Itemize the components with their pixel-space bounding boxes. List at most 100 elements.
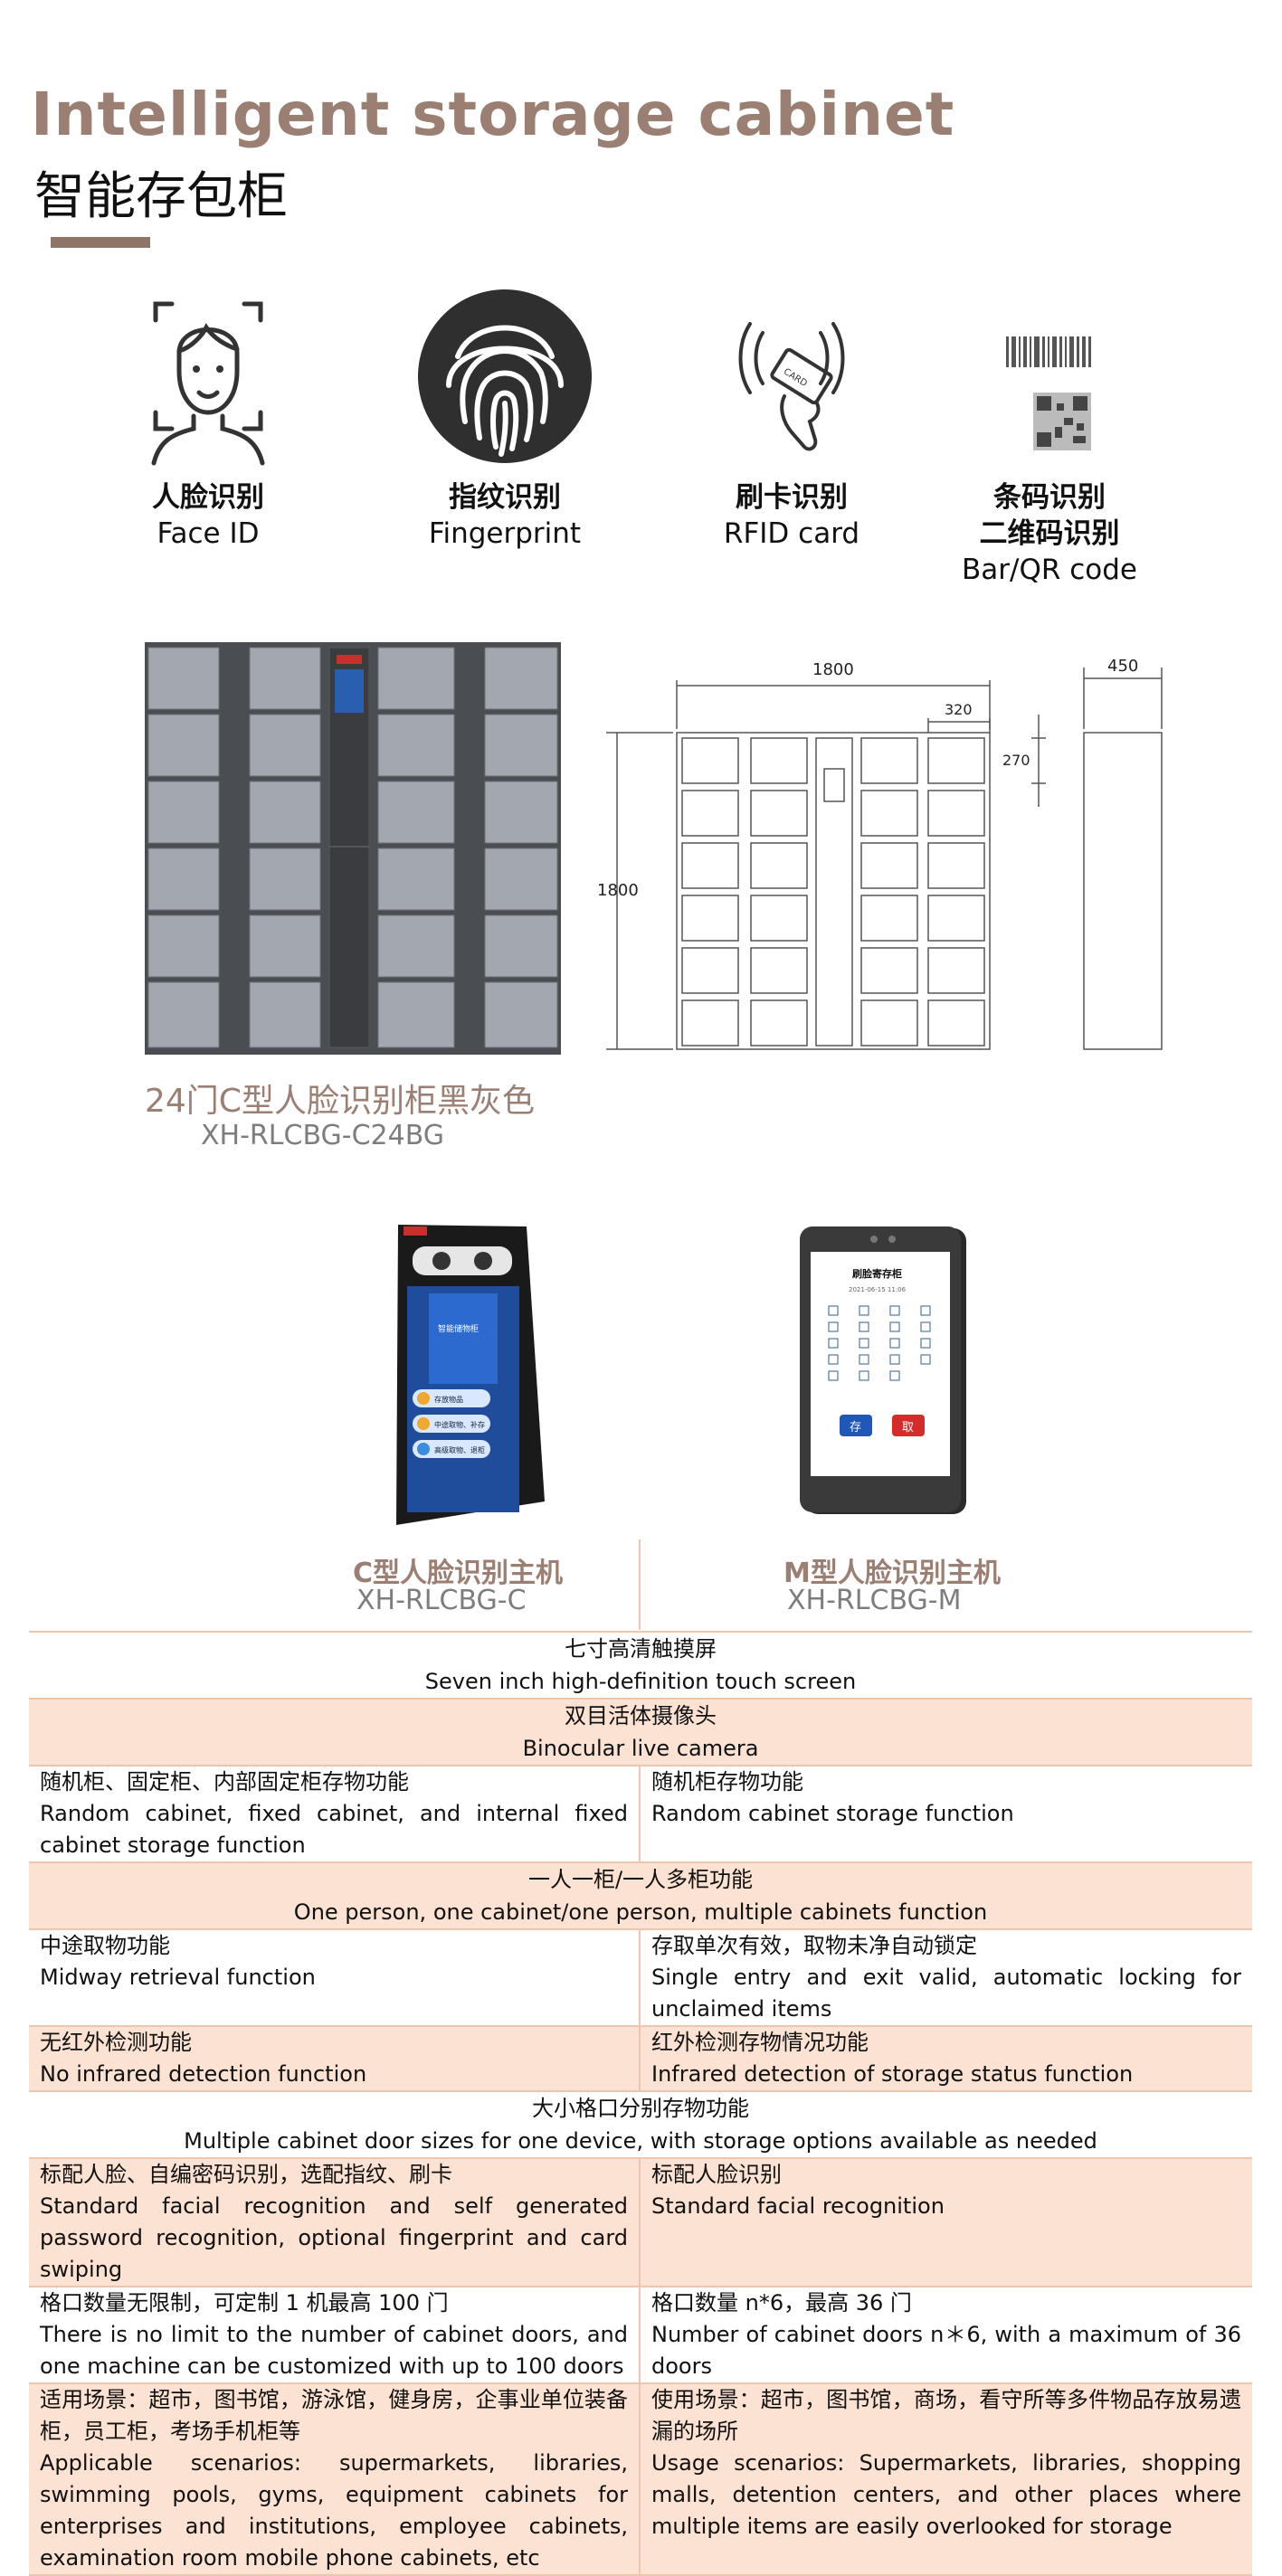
- spec-cell-left: 中途取物功能 Midway retrieval function: [29, 1930, 641, 2025]
- dim-width: 1800: [812, 660, 854, 679]
- host-c-screen-item: 高级取物、退柜: [434, 1445, 485, 1454]
- spec-text: 无红外检测功能: [40, 2030, 192, 2055]
- host-m-screen-title: 刷脸寄存柜: [852, 1267, 902, 1280]
- page-subtitle: 智能存包柜: [34, 167, 288, 226]
- host-m-take-button: 取: [902, 1421, 914, 1435]
- spec-text: 大小格口分别存物功能: [532, 2096, 749, 2121]
- host-c-name: C型人脸识别主机: [353, 1558, 564, 1589]
- spec-row: 七寸高清触摸屏 Seven inch high-definition touch …: [29, 1631, 1252, 1698]
- spec-text: Random cabinet, fixed cabinet, and inter…: [40, 1801, 628, 1858]
- dim-door-height: 270: [1002, 752, 1030, 769]
- host-c-photo: 智能储物柜 存放物品 中途取物、补存 高级取物、退柜: [391, 1221, 545, 1532]
- spec-text: Random cabinet storage function: [651, 1801, 1014, 1826]
- spec-row: 无红外检测功能 No infrared detection function 红外检…: [29, 2025, 1252, 2090]
- feature-label-cn: 人脸识别: [152, 481, 264, 514]
- dim-depth: 450: [1107, 657, 1138, 676]
- spec-cell-right: 使用场景：超市，图书馆，商场，看守所等多件物品存放易遗漏的场所 Usage sce…: [641, 2384, 1252, 2574]
- spec-text: No infrared detection function: [40, 2061, 367, 2087]
- spec-row: 随机柜、固定柜、内部固定柜存物功能 Random cabinet, fixed c…: [29, 1765, 1252, 1861]
- spec-cell-right: 随机柜存物功能 Random cabinet storage function: [641, 1766, 1252, 1861]
- feature-rfid: CARD 刷卡识别 RFID card: [674, 286, 909, 552]
- feature-label-cn: 刷卡识别: [736, 481, 848, 514]
- rfid-card-icon: CARD: [692, 286, 891, 467]
- spec-text: 双目活体摄像头: [565, 1703, 717, 1728]
- spec-text: 标配人脸、自编密码识别，选配指纹、刷卡: [40, 2162, 452, 2187]
- dimension-drawing: 1800 320 270 1800 450: [597, 642, 1176, 1071]
- spec-table: 七寸高清触摸屏 Seven inch high-definition touch …: [29, 1631, 1252, 2576]
- dim-door-width: 320: [945, 701, 973, 718]
- spec-cell-right: 格口数量 n*6，最高 36 门 Number of cabinet doors …: [641, 2287, 1252, 2382]
- spec-text: Midway retrieval function: [40, 1965, 316, 1990]
- spec-cell-full: 一人一柜/一人多柜功能 One person, one cabinet/one p…: [29, 1863, 1252, 1928]
- cabinet-model: XH-RLCBG-C24BG: [201, 1120, 444, 1151]
- feature-label-en: Fingerprint: [428, 517, 582, 550]
- feature-face-id: 人脸识别 Face ID: [90, 286, 326, 552]
- spec-text: Infrared detection of storage status fun…: [651, 2061, 1134, 2087]
- spec-cell-left: 无红外检测功能 No infrared detection function: [29, 2027, 641, 2090]
- spec-cell-left: 适用场景：超市，图书馆，游泳馆，健身房，企事业单位装备柜，员工柜，考场手机柜等 A…: [29, 2384, 641, 2574]
- feature-label-cn: 指纹识别: [449, 481, 561, 514]
- spec-text: Number of cabinet doors n＊6, with a maxi…: [651, 2322, 1241, 2379]
- spec-text: Single entry and exit valid, automatic l…: [651, 1965, 1241, 2022]
- spec-cell-left: 随机柜、固定柜、内部固定柜存物功能 Random cabinet, fixed c…: [29, 1766, 641, 1861]
- spec-row: 双目活体摄像头 Binocular live camera: [29, 1698, 1252, 1765]
- spec-row: 中途取物功能 Midway retrieval function 存取单次有效，取物…: [29, 1928, 1252, 2025]
- feature-label-en: RFID card: [723, 517, 860, 550]
- cabinet-name: 24门C型人脸识别柜黑灰色: [145, 1083, 535, 1120]
- face-id-icon: [109, 286, 308, 467]
- spec-text: 存取单次有效，取物未净自动锁定: [651, 1933, 977, 1958]
- host-m-name: M型人脸识别主机: [783, 1558, 1001, 1589]
- page-title: Intelligent storage cabinet: [31, 80, 955, 149]
- spec-cell-full: 大小格口分别存物功能 Multiple cabinet door sizes fo…: [29, 2092, 1252, 2157]
- spec-text: There is no limit to the number of cabin…: [40, 2322, 628, 2379]
- host-m-photo: 刷脸寄存柜 2021-06-15 11:06 存 取: [793, 1225, 972, 1527]
- spec-text: 使用场景：超市，图书馆，商场，看守所等多件物品存放易遗漏的场所: [651, 2387, 1241, 2444]
- feature-fingerprint: 指纹识别 Fingerprint: [387, 286, 622, 552]
- spec-text: Applicable scenarios: supermarkets, libr…: [40, 2450, 628, 2571]
- feature-label-en: Face ID: [157, 517, 260, 550]
- spec-row: 大小格口分别存物功能 Multiple cabinet door sizes fo…: [29, 2090, 1252, 2157]
- spec-text: 随机柜存物功能: [651, 1769, 803, 1795]
- spec-row: 标配人脸、自编密码识别，选配指纹、刷卡 Standard facial recog…: [29, 2157, 1252, 2286]
- spec-text: 适用场景：超市，图书馆，游泳馆，健身房，企事业单位装备柜，员工柜，考场手机柜等: [40, 2387, 628, 2444]
- spec-text: 标配人脸识别: [651, 2162, 782, 2187]
- spec-row: 适用场景：超市，图书馆，游泳馆，健身房，企事业单位装备柜，员工柜，考场手机柜等 A…: [29, 2382, 1252, 2576]
- fingerprint-icon: [405, 286, 604, 467]
- cabinet-photo: [145, 642, 561, 1058]
- spec-cell-right: 存取单次有效，取物未净自动锁定 Single entry and exit val…: [641, 1930, 1252, 2025]
- spec-text: Multiple cabinet door sizes for one devi…: [184, 2128, 1097, 2154]
- barcode-qr-icon: [950, 286, 1149, 467]
- spec-cell-full: 七寸高清触摸屏 Seven inch high-definition touch …: [29, 1633, 1252, 1698]
- spec-text: Seven inch high-definition touch screen: [424, 1669, 857, 1694]
- spec-text: One person, one cabinet/one person, mult…: [293, 1899, 988, 1925]
- spec-text: Usage scenarios: Supermarkets, libraries…: [651, 2450, 1241, 2539]
- feature-label-en: Bar/QR code: [961, 554, 1137, 586]
- spec-row: 格口数量无限制，可定制 1 机最高 100 门 There is no limit…: [29, 2286, 1252, 2382]
- spec-row: 一人一柜/一人多柜功能 One person, one cabinet/one p…: [29, 1861, 1252, 1928]
- feature-label-cn: 二维码识别: [979, 517, 1120, 550]
- host-m-model: XH-RLCBG-M: [787, 1585, 962, 1616]
- spec-cell-full: 双目活体摄像头 Binocular live camera: [29, 1700, 1252, 1765]
- host-m-store-button: 存: [850, 1421, 861, 1435]
- dim-height: 1800: [597, 881, 639, 900]
- spec-text: 红外检测存物情况功能: [651, 2030, 869, 2055]
- spec-text: Standard facial recognition: [651, 2193, 945, 2219]
- host-c-screen-item: 存放物品: [434, 1395, 463, 1404]
- feature-barcode-qr: 条码识别 二维码识别 Bar/QR code: [932, 286, 1167, 588]
- host-divider: [639, 1539, 641, 1630]
- host-c-screen-title: 智能储物柜: [438, 1323, 479, 1334]
- host-c-model: XH-RLCBG-C: [356, 1585, 527, 1616]
- spec-cell-left: 标配人脸、自编密码识别，选配指纹、刷卡 Standard facial recog…: [29, 2159, 641, 2286]
- spec-text: 格口数量 n*6，最高 36 门: [651, 2290, 912, 2316]
- spec-text: 一人一柜/一人多柜功能: [527, 1867, 754, 1892]
- spec-text: 七寸高清触摸屏: [565, 1636, 717, 1662]
- spec-text: 中途取物功能: [40, 1933, 170, 1958]
- host-m-screen-date: 2021-06-15 11:06: [849, 1286, 907, 1293]
- spec-text: Standard facial recognition and self gen…: [40, 2193, 628, 2282]
- spec-text: Binocular live camera: [522, 1736, 759, 1761]
- spec-text: 格口数量无限制，可定制 1 机最高 100 门: [40, 2290, 449, 2316]
- host-c-screen-item: 中途取物、补存: [434, 1420, 485, 1429]
- title-underline: [51, 237, 150, 248]
- spec-text: 随机柜、固定柜、内部固定柜存物功能: [40, 1769, 409, 1795]
- spec-cell-left: 格口数量无限制，可定制 1 机最高 100 门 There is no limit…: [29, 2287, 641, 2382]
